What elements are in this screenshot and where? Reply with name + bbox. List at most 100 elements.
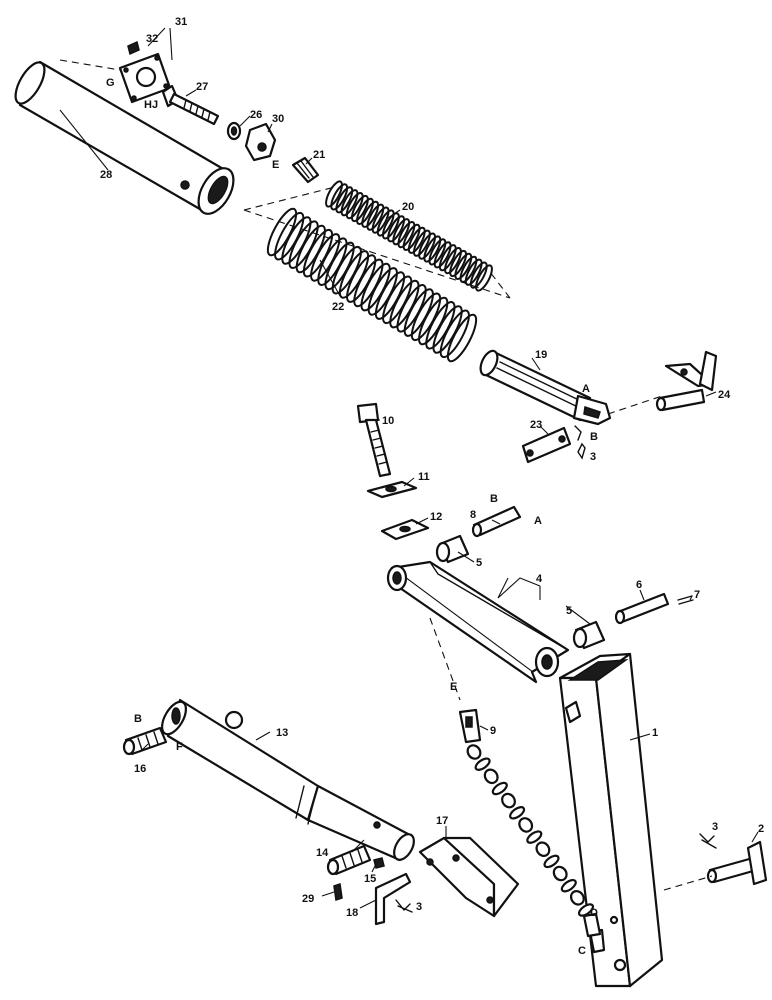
part-11-plate bbox=[366, 480, 418, 499]
label-14: 14 bbox=[316, 847, 329, 859]
part-20-small-spring bbox=[325, 180, 493, 292]
spring-20-coil bbox=[350, 194, 369, 223]
part-32-flange-plate bbox=[118, 40, 172, 104]
spring-20-coil bbox=[402, 223, 421, 251]
part-24-pin bbox=[655, 350, 718, 412]
part-30-nut bbox=[244, 122, 277, 162]
label-1: 1 bbox=[652, 727, 658, 739]
part-2-l-pin bbox=[706, 840, 768, 886]
chain-link bbox=[491, 781, 508, 796]
callout-labels: 31 32 G HJ 27 26 30 E 21 28 20 22 19 A 2… bbox=[100, 16, 764, 957]
label-26: 26 bbox=[250, 109, 262, 121]
label-e-mid: E bbox=[450, 681, 457, 693]
spring-20-coil bbox=[345, 192, 364, 220]
label-a-top: A bbox=[582, 383, 590, 395]
part-1-post bbox=[558, 652, 664, 988]
spring-20-coil bbox=[397, 221, 416, 249]
label-18: 18 bbox=[346, 907, 358, 919]
spring-20-coil bbox=[335, 186, 354, 214]
spring-20-coil bbox=[387, 215, 406, 243]
part-6-pin bbox=[614, 592, 670, 625]
chain-link bbox=[569, 890, 585, 906]
part-8-pin bbox=[471, 505, 522, 538]
part-9-chain bbox=[458, 708, 602, 938]
chain-link bbox=[466, 744, 482, 760]
chain-link bbox=[552, 865, 568, 882]
spring-20-coil bbox=[423, 235, 442, 263]
part-19-rod bbox=[479, 349, 612, 426]
chain-link bbox=[474, 757, 491, 771]
part-3-cotter-lower bbox=[395, 899, 413, 913]
part-16-pin bbox=[122, 726, 168, 756]
label-32: 32 bbox=[146, 33, 158, 45]
part-27-bolt bbox=[161, 84, 220, 126]
spring-20-coil bbox=[418, 232, 437, 260]
part-13-cylinder bbox=[160, 698, 415, 862]
label-b-mid: B bbox=[490, 493, 498, 505]
label-g: G bbox=[106, 77, 115, 89]
label-19: 19 bbox=[535, 349, 547, 361]
pin-2-guide bbox=[663, 875, 713, 891]
label-24: 24 bbox=[718, 389, 731, 401]
chain-link bbox=[518, 817, 534, 833]
spring-20-coil bbox=[381, 212, 400, 240]
label-3-right: 3 bbox=[712, 821, 718, 833]
label-e-top: E bbox=[272, 159, 279, 171]
spring-20-coil bbox=[444, 247, 462, 275]
spring-20-coil bbox=[459, 255, 478, 283]
label-6: 6 bbox=[636, 579, 642, 591]
guide-tube bbox=[59, 59, 121, 71]
label-22: 22 bbox=[332, 301, 344, 313]
part-29-roll-pin bbox=[333, 883, 343, 901]
chain-link bbox=[526, 830, 543, 844]
label-30: 30 bbox=[272, 113, 284, 125]
part-3-cotter-right bbox=[699, 833, 717, 849]
chain-link bbox=[501, 792, 516, 809]
spring-20-coil bbox=[356, 197, 374, 225]
chain-link bbox=[560, 878, 577, 893]
spring-20-coil bbox=[438, 244, 457, 272]
label-c: C bbox=[578, 945, 586, 957]
chain-link bbox=[509, 806, 526, 820]
spring-20-coil bbox=[376, 209, 395, 237]
spring-20-coil bbox=[371, 206, 390, 234]
spring-20-coil bbox=[428, 238, 447, 266]
pin-24-guide bbox=[607, 395, 663, 415]
label-28: 28 bbox=[100, 169, 112, 181]
part-12-plate bbox=[380, 518, 430, 541]
part-21-plug bbox=[291, 156, 320, 184]
chain-link bbox=[483, 768, 499, 785]
label-11: 11 bbox=[418, 471, 430, 483]
label-15: 15 bbox=[364, 873, 376, 885]
label-17: 17 bbox=[436, 815, 448, 827]
spring-20-coil bbox=[407, 226, 426, 254]
label-27: 27 bbox=[196, 81, 208, 93]
spring-20-coil bbox=[325, 180, 343, 208]
label-4: 4 bbox=[536, 573, 543, 585]
label-23: 23 bbox=[530, 419, 542, 431]
spring-22-coil bbox=[439, 309, 470, 359]
label-10: 10 bbox=[382, 415, 394, 427]
part-26-washer bbox=[226, 121, 242, 141]
part-22-large-spring bbox=[266, 207, 478, 363]
label-d: D bbox=[590, 907, 598, 919]
label-b-left: B bbox=[134, 713, 142, 725]
label-hj: HJ bbox=[144, 99, 158, 111]
part-18-l-pin bbox=[374, 872, 412, 926]
part-10-bolt bbox=[356, 402, 392, 478]
part-4-arm-frame bbox=[386, 560, 570, 684]
label-b-top: B bbox=[590, 431, 598, 443]
label-21: 21 bbox=[313, 149, 325, 161]
spring-20-coil bbox=[449, 249, 468, 278]
spring-22-coil bbox=[446, 313, 478, 363]
spring-20-coil bbox=[433, 241, 452, 269]
label-3-upper: 3 bbox=[590, 451, 596, 463]
label-31: 31 bbox=[175, 16, 187, 28]
chain-link bbox=[577, 903, 595, 917]
label-a-mid: A bbox=[534, 515, 542, 527]
spring-20-coil bbox=[469, 261, 488, 289]
label-12: 12 bbox=[430, 511, 442, 523]
label-9: 9 bbox=[490, 725, 496, 737]
